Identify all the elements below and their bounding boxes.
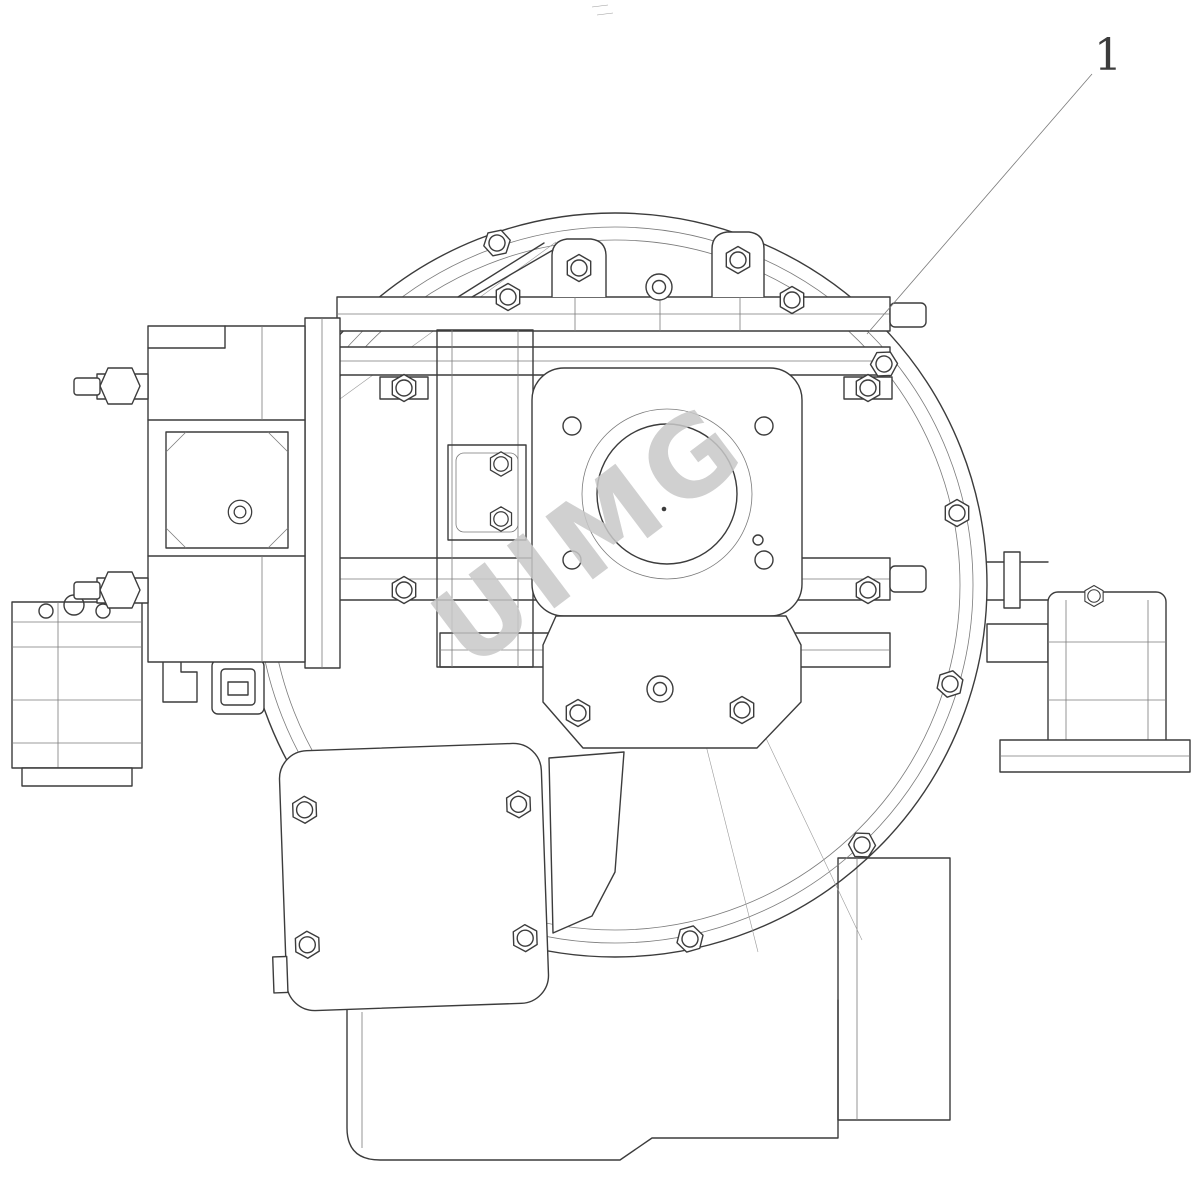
left-fitting-lower [73,571,149,609]
valve-block [147,317,341,669]
housing-interior [73,225,970,1012]
carrier-bolt-icon [489,451,513,477]
hex-fitting-icon [99,367,141,405]
lower-flange-bracket [542,615,802,749]
boss-bolt-icon [566,253,592,283]
flange-corner-hole [754,416,774,436]
tie-rod-upper-end-cap [889,302,927,328]
flange-boss-ring [581,408,753,580]
base-pedestal [346,999,839,1161]
tie-rod-upper [336,296,927,332]
callout-1: 1 [866,30,1122,335]
flange-corner-hole [562,416,582,436]
cover-plate-tab [272,955,289,994]
hex-fitting-icon [99,571,141,609]
flange-corner-hole [562,550,582,570]
cover-plate [272,742,550,1012]
rim-bolt-icon [481,225,513,261]
port-plug-icon [645,273,673,301]
tie-rod-lower-end-cap [889,565,927,593]
bracket-bolt-icon [565,698,591,728]
valve-block-port-icon [227,499,253,525]
rail-bolt-icon [391,373,417,403]
right-bracket-assembly [986,551,1191,773]
drain-block [211,659,265,715]
mounting-plate [304,317,341,669]
bracket-bolt-icon [729,695,755,725]
left-fitting-upper [73,367,149,405]
sheet-marks [591,4,614,16]
callout-1-leader-line [866,73,1093,335]
rail-bolt-icon [391,575,417,605]
rail-bolt-icon [855,373,881,403]
boss-bolt-icon [495,282,521,312]
port-plug-icon [646,675,674,703]
right-bracket-bolt-icon [1084,584,1104,608]
callout-1-label: 1 [1094,30,1122,81]
side-plate [548,751,625,934]
rail-bolt-icon [855,575,881,605]
rim-bolt-icon [674,922,706,956]
flange-corner-hole [754,550,774,570]
rim-bolt-icon [935,667,965,701]
center-mark [661,506,667,512]
left-bracket-assembly [11,594,143,787]
center-bore [596,423,738,565]
boss-bolt-icon [725,245,751,275]
rim-bolt-icon [944,498,970,528]
boss-bolt-icon [779,285,805,315]
flange-pin-hole [752,534,764,546]
right-support-column [837,857,951,1121]
